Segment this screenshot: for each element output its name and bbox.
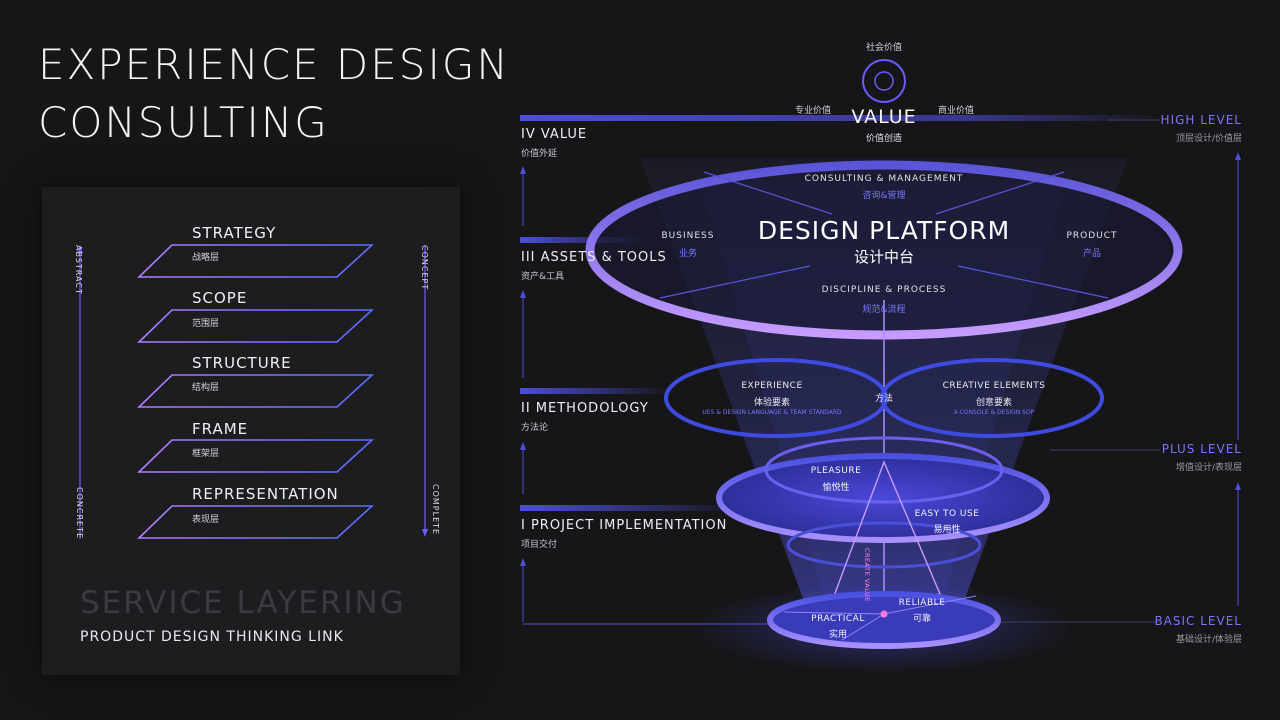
plane-scope	[137, 309, 375, 343]
discipline-process-cn: 规范&流程	[862, 305, 906, 315]
arrow-head-3	[520, 442, 526, 450]
basic-level-title: BASIC LEVEL	[1154, 614, 1242, 628]
product-label: PRODUCT	[1066, 231, 1118, 241]
level-iv-title: IV VALUE	[521, 127, 588, 142]
consulting-management-label: CONSULTING & MANAGEMENT	[804, 174, 964, 184]
product-cn: 产品	[1082, 249, 1102, 259]
experience-ellipse	[664, 358, 888, 438]
layer-structure-title: STRUCTURE	[192, 354, 292, 372]
platform-divider-2	[935, 171, 1065, 215]
lower-ring	[786, 521, 982, 569]
service-layering-card: ABSTRACT CONCRETE CONCEPT COMPLETE STRAT…	[42, 187, 460, 675]
level-iii-title: III ASSETS & TOOLS	[521, 250, 667, 265]
layer-representation-sub: 表现层	[192, 515, 220, 525]
service-layering-subheading: PRODUCT DESIGN THINKING LINK	[80, 629, 344, 645]
practical-label: PRACTICAL	[811, 614, 865, 624]
creative-elements-label: CREATIVE ELEMENTS	[942, 381, 1046, 391]
bar-implementation	[520, 505, 740, 511]
plane-strategy	[137, 244, 375, 278]
plane-frame	[137, 439, 375, 473]
experience-label: EXPERIENCE	[741, 381, 803, 391]
bar-value	[520, 115, 1160, 121]
level-ii-title: II METHODOLOGY	[521, 401, 649, 416]
reliable-cn: 可靠	[912, 614, 932, 624]
arrow-head-1	[520, 166, 526, 174]
plus-level-title: PLUS LEVEL	[1161, 442, 1242, 456]
layer-planes-graphic	[77, 244, 428, 539]
reliable-label: RELIABLE	[898, 598, 946, 608]
design-platform-title: DESIGN PLATFORM	[757, 216, 1011, 245]
easy-to-use-label: EASY TO USE	[914, 509, 980, 519]
value-title: VALUE	[851, 106, 917, 128]
value-commercial: 商业价值	[937, 106, 975, 116]
arrow-head-4	[520, 558, 526, 566]
value-sub: 价值创造	[865, 134, 903, 144]
basic-divider-2	[883, 595, 977, 615]
basic-level-sub: 基础设计/体验层	[1175, 635, 1242, 645]
title-line-1: EXPERIENCE DESIGN	[38, 40, 510, 89]
layer-strategy-sub: 战略层	[192, 253, 220, 263]
create-value-label: CREATE VALUE	[863, 548, 871, 602]
value-professional: 专业价值	[794, 106, 832, 116]
title-line-2: CONSULTING	[38, 98, 329, 147]
value-social: 社会价值	[865, 43, 903, 53]
design-platform-cn: 设计中台	[853, 248, 915, 266]
page-title: EXPERIENCE DESIGN CONSULTING	[38, 36, 510, 152]
basic-level-disc	[767, 591, 1001, 649]
platform-divider-3	[659, 265, 811, 299]
right-arrow-head-2	[1235, 482, 1241, 490]
pleasure-ring	[764, 436, 1004, 504]
business-label: BUSINESS	[661, 231, 715, 241]
basic-divider-1	[783, 611, 885, 615]
left-axis-arrow	[77, 245, 83, 253]
easy-to-use-cn: 易用性	[933, 525, 961, 535]
bar-assets	[520, 237, 650, 243]
layer-frame-sub: 框架层	[192, 449, 220, 459]
layer-structure-sub: 结构层	[192, 383, 220, 393]
level-ii-sub: 方法论	[521, 423, 549, 433]
high-level-sub: 顶层设计/价值层	[1175, 134, 1242, 144]
value-target-inner	[874, 71, 894, 91]
level-i-title: I PROJECT IMPLEMENTATION	[521, 518, 728, 533]
level-iv-sub: 价值外延	[521, 149, 558, 159]
creative-elements-ellipse	[880, 358, 1104, 438]
practical-cn: 实用	[828, 630, 848, 640]
pleasure-label: PLEASURE	[810, 466, 862, 476]
method-center-label: 方法	[874, 394, 894, 404]
plane-structure	[137, 374, 375, 408]
creative-elements-detail: X-CONSOLE & DESIGN SOP	[953, 409, 1035, 416]
arrow-head-2	[520, 290, 526, 298]
basic-divider-3	[841, 613, 885, 641]
business-cn: 业务	[678, 249, 698, 259]
platform-divider-1	[703, 171, 833, 215]
experience-detail: UES & DESIGN LANGUAGE & TEAM STANDARD	[702, 409, 842, 416]
bar-methodology	[520, 388, 670, 394]
center-dot	[880, 610, 888, 618]
discipline-process-label: DISCIPLINE & PROCESS	[821, 285, 947, 295]
value-target-icon	[862, 59, 906, 103]
pleasure-cn: 愉悦性	[822, 483, 850, 493]
plane-representation	[137, 505, 375, 539]
experience-cn: 体验要素	[753, 398, 791, 408]
consulting-management-cn: 咨询&管理	[862, 191, 906, 201]
layer-representation-title: REPRESENTATION	[192, 485, 339, 503]
layer-scope-title: SCOPE	[192, 289, 248, 307]
platform-divider-4	[957, 265, 1109, 299]
right-arrow-head-1	[1235, 152, 1241, 160]
plus-level-sub: 增值设计/表现层	[1175, 463, 1242, 473]
creative-elements-cn: 创意要素	[975, 398, 1013, 408]
layer-frame-title: FRAME	[192, 420, 249, 438]
level-iii-sub: 资产&工具	[521, 272, 565, 282]
plus-level-disc	[716, 453, 1050, 543]
service-layering-heading: SERVICE LAYERING	[80, 585, 406, 621]
level-i-sub: 项目交付	[521, 540, 558, 550]
right-axis-arrow	[422, 529, 428, 537]
layer-scope-sub: 范围层	[192, 319, 220, 329]
high-level-title: HIGH LEVEL	[1160, 113, 1242, 127]
layer-strategy-title: STRATEGY	[192, 224, 277, 242]
